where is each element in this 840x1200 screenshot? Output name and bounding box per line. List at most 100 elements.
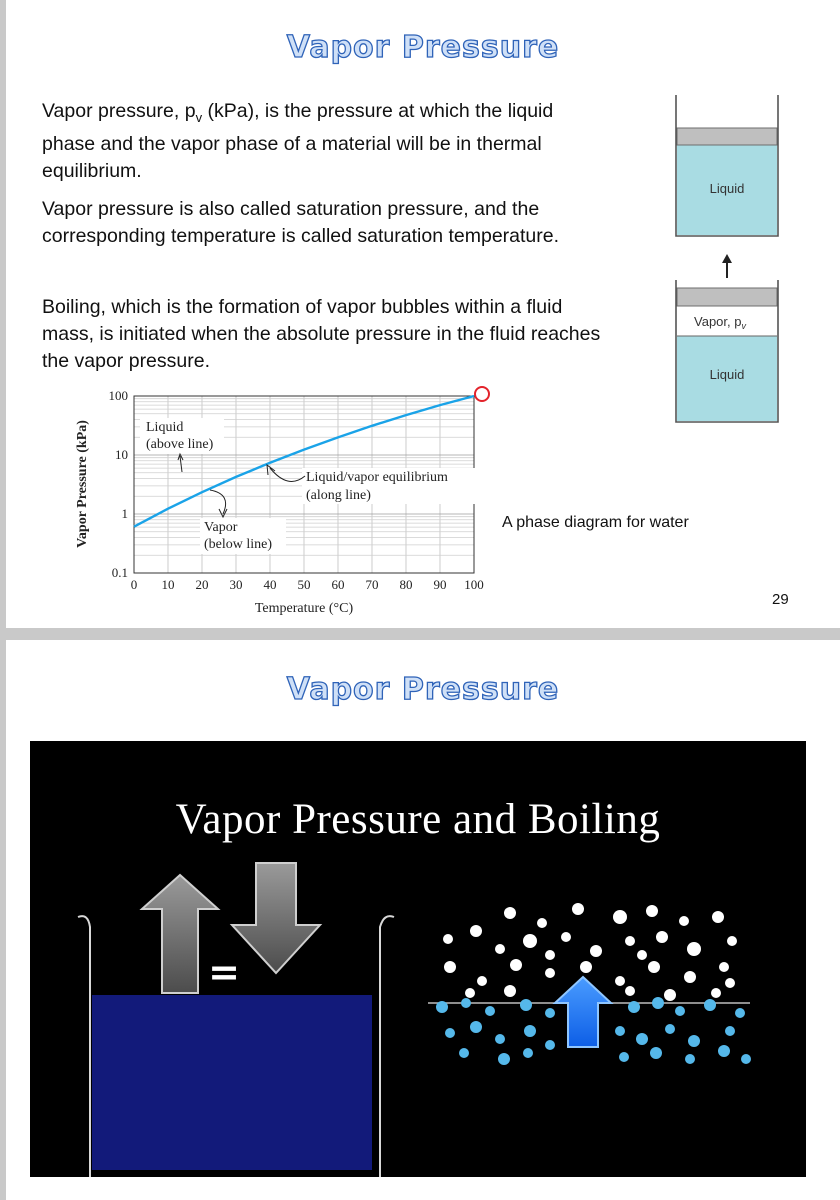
annotation-vapor: Vapor [204, 520, 238, 535]
molecule-blue [436, 1001, 448, 1013]
molecule-blue [735, 1008, 745, 1018]
atmospheric-pressure-down-arrow-icon [229, 862, 323, 975]
annotation-liquid-bg [140, 418, 224, 454]
bottom-container-vapor-label: Vapor, pv [694, 314, 746, 331]
annotation-liquid-sub: (above line) [146, 437, 214, 452]
up-arrow-icon [722, 254, 732, 263]
annotation-liquid-arrowhead [177, 452, 184, 461]
molecule-white [545, 968, 555, 978]
vapor-pressure-curve [133, 394, 475, 528]
annotation-vapor-arrow [209, 489, 227, 515]
top-container-walls [675, 95, 779, 237]
molecule-blue [545, 1008, 555, 1018]
x-tick-label: 90 [434, 577, 447, 592]
molecule-blue [495, 1034, 505, 1044]
top-container-liquid [677, 145, 777, 235]
molecule-blue [628, 1001, 640, 1013]
molecule-blue [523, 1048, 533, 1058]
annotation-liquid: Liquid [146, 420, 183, 435]
molecule-blue [615, 1026, 625, 1036]
x-tick-label: 30 [230, 577, 243, 592]
molecule-white [625, 936, 635, 946]
molecule-blue [498, 1053, 510, 1065]
molecule-white [477, 976, 487, 986]
para1-text-a: Vapor pressure, p [42, 100, 196, 122]
molecule-white [545, 950, 555, 960]
escaping-molecules [443, 903, 737, 1001]
molecule-blue [485, 1006, 495, 1016]
para1-text-b: (kPa), is the pressure at which the liqu… [42, 100, 554, 182]
molecule-blue [675, 1006, 685, 1016]
molecule-blue [459, 1048, 469, 1058]
molecule-white [504, 907, 516, 919]
x-tick-label: 0 [131, 577, 138, 592]
molecule-white [684, 971, 696, 983]
molecule-blue [725, 1026, 735, 1036]
molecule-blue [461, 998, 471, 1008]
molecule-blue [619, 1052, 629, 1062]
annotation-equilibrium-sub: (along line) [306, 488, 371, 503]
molecule-white [561, 932, 571, 942]
bubble-up-arrow-icon [552, 975, 614, 1048]
top-container-piston [676, 127, 778, 146]
molecule-white [625, 986, 635, 996]
video-frame[interactable]: Vapor Pressure and Boiling = [30, 741, 806, 1177]
slide-1-title: Vapor Pressure [286, 29, 560, 65]
bottom-container-liquid [677, 336, 777, 421]
molecule-white [504, 985, 516, 997]
molecule-white [537, 918, 547, 928]
boiling-animation: = [77, 862, 751, 1177]
beaker-walls [77, 915, 395, 1177]
molecule-blue [718, 1045, 730, 1057]
molecule-white [719, 962, 729, 972]
water-molecules [436, 997, 751, 1065]
molecule-blue [524, 1025, 536, 1037]
x-tick-label: 80 [400, 577, 413, 592]
bottom-container-walls [675, 280, 779, 423]
annotation-vapor-bg [200, 518, 286, 554]
x-tick-label: 50 [298, 577, 311, 592]
molecule-white [523, 934, 537, 948]
annotation-vapor-arrowhead [218, 508, 228, 519]
chart-caption: A phase diagram for water [502, 514, 689, 531]
molecule-white [615, 976, 625, 986]
top-container-label: Liquid [710, 181, 745, 196]
molecule-white [465, 988, 475, 998]
molecule-white [679, 916, 689, 926]
annotation-equilibrium-bg [302, 468, 478, 504]
molecule-blue [688, 1035, 700, 1047]
x-tick-label: 60 [332, 577, 345, 592]
annotation-equilibrium: Liquid/vapor equilibrium [306, 470, 448, 485]
bottom-container-vapor [677, 306, 777, 336]
annotation-vapor-sub: (below line) [204, 537, 272, 552]
molecule-white [664, 989, 676, 1001]
molecule-white [711, 988, 721, 998]
molecule-white [712, 911, 724, 923]
annotation-liquid-arrow [179, 455, 183, 473]
slide-2: Vapor Pressure Vapor Pressure and Boilin… [6, 640, 840, 1200]
molecule-blue [685, 1054, 695, 1064]
molecule-white [687, 942, 701, 956]
video-title: Vapor Pressure and Boiling [175, 796, 661, 843]
annotation-equilibrium-arrowhead [266, 463, 276, 476]
molecule-white [613, 910, 627, 924]
molecule-blue [545, 1040, 555, 1050]
paragraph-vapor-pressure-definition: Vapor pressure, pv (kPa), is the pressur… [42, 98, 602, 185]
x-tick-label: 20 [196, 577, 209, 592]
annotation-equilibrium-arrow [269, 467, 306, 482]
molecule-white [443, 934, 453, 944]
y-tick-label: 0.1 [112, 565, 128, 580]
bottom-container-liquid-label: Liquid [710, 367, 745, 382]
y-axis-label: Vapor Pressure (kPa) [75, 420, 90, 548]
x-tick-label: 100 [464, 577, 484, 592]
x-tick-label: 10 [162, 577, 175, 592]
x-axis-label: Temperature (°C) [255, 601, 354, 616]
molecule-white [495, 944, 505, 954]
para1-subscript: v [195, 109, 203, 125]
molecule-white [572, 903, 584, 915]
molecule-white [725, 978, 735, 988]
molecule-white [590, 945, 602, 957]
equals-sign: = [208, 950, 240, 994]
